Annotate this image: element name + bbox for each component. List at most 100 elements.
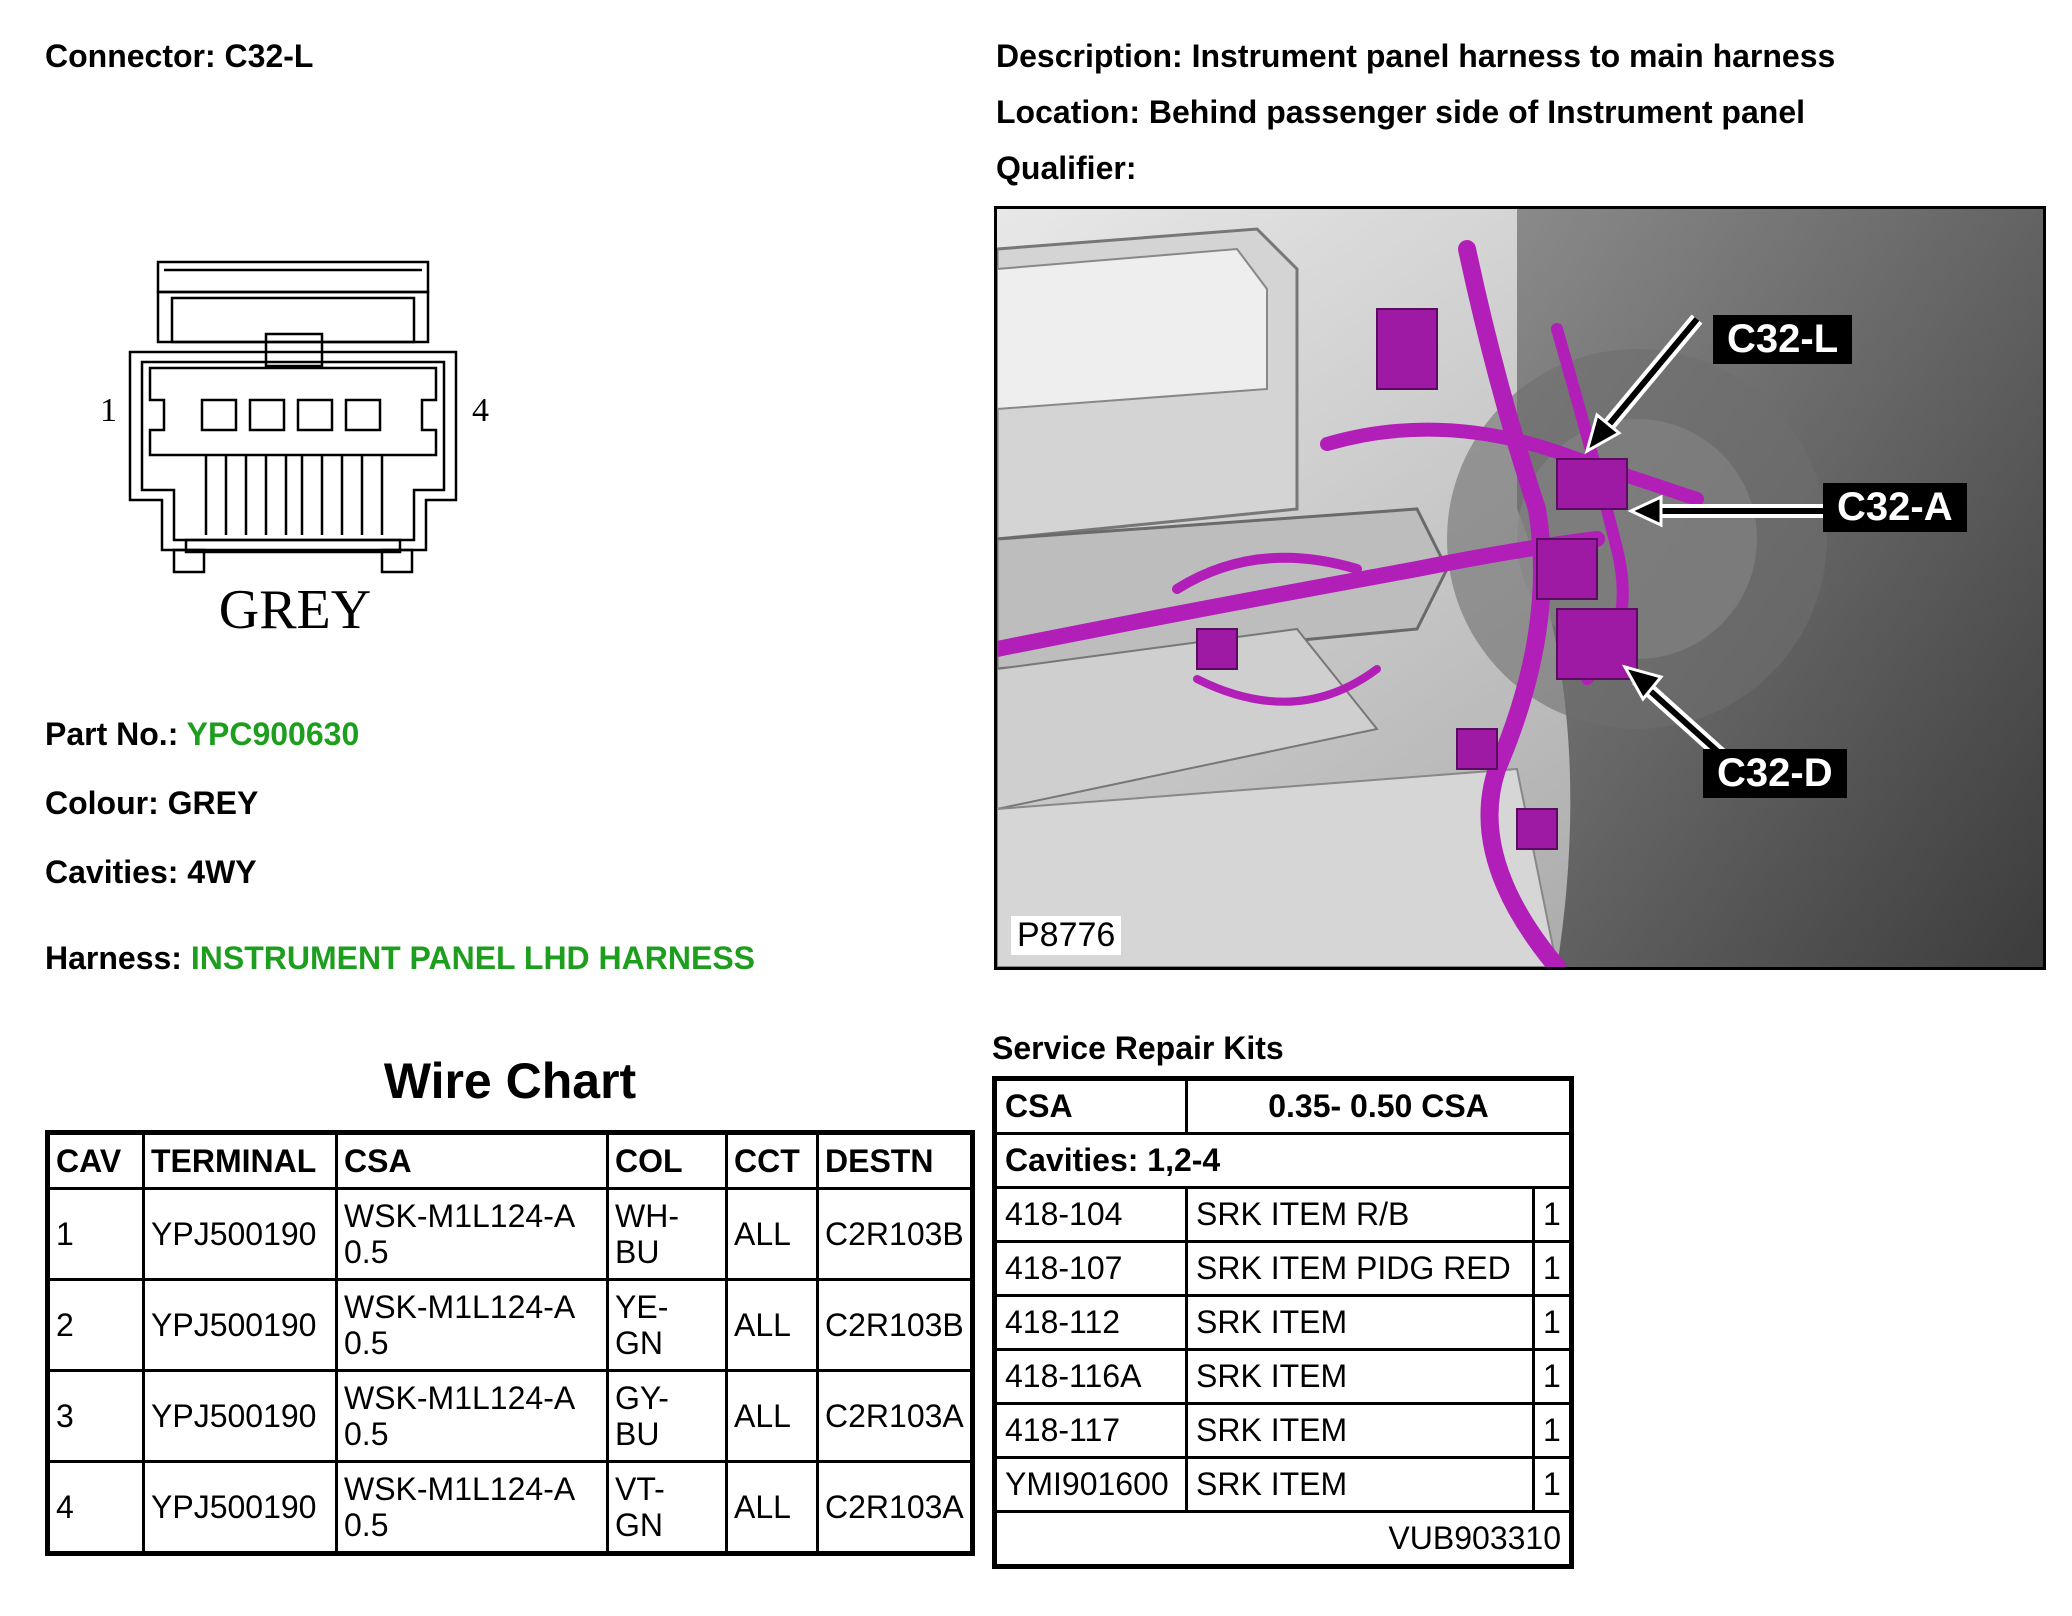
table-row: 418-107 SRK ITEM PIDG RED 1 bbox=[993, 1240, 1573, 1297]
wire-chart-title: Wire Chart bbox=[383, 1053, 637, 1109]
terminal-cell: YPJ500190 bbox=[142, 1369, 338, 1463]
srk-footer: VUB903310 bbox=[993, 1510, 1573, 1568]
col-cell: YE-GN bbox=[606, 1278, 728, 1372]
description-value: Instrument panel harness to main harness bbox=[1191, 38, 1836, 74]
cct-cell: ALL bbox=[725, 1187, 819, 1281]
csa-spec: WSK-M1L124-A bbox=[344, 1471, 576, 1507]
csa-spec: WSK-M1L124-A bbox=[344, 1380, 576, 1416]
service-repair-kits-table: CSA 0.35- 0.50 CSA Cavities: 1,2-4 418-1… bbox=[992, 1076, 1574, 1569]
part-no-line: Part No.: YPC900630 bbox=[45, 716, 359, 753]
csa-size: 0.5 bbox=[344, 1325, 389, 1361]
harness-line: Harness: INSTRUMENT PANEL LHD HARNESS bbox=[45, 940, 755, 977]
srk-qty: 1 bbox=[1532, 1456, 1573, 1513]
srk-qty: 1 bbox=[1532, 1240, 1573, 1297]
col-cell: WH-BU bbox=[606, 1187, 728, 1281]
destn-cell: C2R103B bbox=[816, 1187, 974, 1281]
table-row: 418-116A SRK ITEM 1 bbox=[993, 1348, 1573, 1405]
harness-label: Harness: bbox=[45, 940, 182, 976]
description-line: Description: Instrument panel harness to… bbox=[996, 38, 1835, 75]
cavities-value: 4WY bbox=[187, 854, 257, 890]
callout-c32-d: C32-D bbox=[1703, 749, 1847, 798]
srk-qty: 1 bbox=[1532, 1348, 1573, 1405]
qualifier-line: Qualifier: bbox=[996, 150, 1136, 187]
wire-chart-table: CAV TERMINAL CSA COL CCT DESTN 1 YPJ5001… bbox=[45, 1130, 975, 1556]
connector-color-label: GREY bbox=[218, 579, 372, 641]
harness-value[interactable]: INSTRUMENT PANEL LHD HARNESS bbox=[190, 940, 756, 976]
srk-csa-value: 0.35- 0.50 CSA bbox=[1185, 1077, 1573, 1135]
cav-cell: 3 bbox=[46, 1369, 145, 1463]
table-row: 418-112 SRK ITEM 1 bbox=[993, 1294, 1573, 1351]
terminal-cell: YPJ500190 bbox=[142, 1460, 338, 1555]
srk-qty: 1 bbox=[1532, 1402, 1573, 1459]
csa-size: 0.5 bbox=[344, 1416, 389, 1452]
cav-cell: 4 bbox=[46, 1460, 145, 1555]
table-row: 418-104 SRK ITEM R/B 1 bbox=[993, 1186, 1573, 1243]
col-secondary: BU bbox=[615, 1234, 660, 1270]
cavities-line: Cavities: 4WY bbox=[45, 854, 257, 891]
pin-number-right: 4 bbox=[472, 392, 489, 429]
srk-cavities: Cavities: 1,2-4 bbox=[993, 1132, 1573, 1189]
photo-illustration bbox=[997, 209, 2043, 967]
cct-cell: ALL bbox=[725, 1460, 819, 1555]
part-no-value[interactable]: YPC900630 bbox=[186, 716, 360, 752]
srk-name: SRK ITEM bbox=[1185, 1402, 1535, 1459]
destn-cell: C2R103A bbox=[816, 1460, 974, 1555]
destn-cell: C2R103A bbox=[816, 1369, 974, 1463]
photo-reference: P8776 bbox=[1011, 916, 1122, 955]
connector-label: Connector: bbox=[45, 38, 216, 74]
cav-cell: 2 bbox=[46, 1278, 145, 1372]
col-primary: VT- bbox=[615, 1471, 665, 1507]
srk-cavities-row: Cavities: 1,2-4 bbox=[993, 1132, 1573, 1189]
col-header-cav: CAV bbox=[46, 1131, 145, 1190]
col-header-cct: CCT bbox=[725, 1131, 819, 1190]
srk-name: SRK ITEM bbox=[1185, 1456, 1535, 1513]
col-primary: YE- bbox=[615, 1289, 669, 1325]
cct-cell: ALL bbox=[725, 1278, 819, 1372]
location-label: Location: bbox=[996, 94, 1140, 130]
colour-line: Colour: GREY bbox=[45, 785, 258, 822]
col-secondary: GN bbox=[615, 1325, 663, 1361]
part-no-label: Part No.: bbox=[45, 716, 179, 752]
service-repair-kits-title: Service Repair Kits bbox=[992, 1030, 1284, 1066]
col-header-csa: CSA bbox=[335, 1131, 609, 1190]
callout-c32-a: C32-A bbox=[1823, 483, 1967, 532]
col-secondary: BU bbox=[615, 1416, 660, 1452]
col-header-destn: DESTN bbox=[816, 1131, 974, 1190]
col-primary: WH- bbox=[615, 1198, 679, 1234]
callout-c32-l: C32-L bbox=[1713, 315, 1853, 364]
table-row: 418-117 SRK ITEM 1 bbox=[993, 1402, 1573, 1459]
colour-label: Colour: bbox=[45, 785, 159, 821]
srk-csa-label: CSA bbox=[993, 1077, 1188, 1135]
srk-name: SRK ITEM PIDG RED bbox=[1185, 1240, 1535, 1297]
col-header-col: COL bbox=[606, 1131, 728, 1190]
srk-name: SRK ITEM bbox=[1185, 1294, 1535, 1351]
srk-code: 418-116A bbox=[993, 1348, 1188, 1405]
srk-code: 418-104 bbox=[993, 1186, 1188, 1243]
col-secondary: GN bbox=[615, 1507, 663, 1543]
description-label: Description: bbox=[996, 38, 1183, 74]
col-header-terminal: TERMINAL bbox=[142, 1131, 338, 1190]
cav-cell: 1 bbox=[46, 1187, 145, 1281]
pin-number-left: 1 bbox=[100, 392, 117, 429]
qualifier-label: Qualifier: bbox=[996, 150, 1137, 186]
colour-value: GREY bbox=[167, 785, 259, 821]
location-line: Location: Behind passenger side of Instr… bbox=[996, 94, 1805, 131]
srk-csa-row: CSA 0.35- 0.50 CSA bbox=[993, 1077, 1573, 1135]
srk-code: YMI901600 bbox=[993, 1456, 1188, 1513]
csa-size: 0.5 bbox=[344, 1507, 389, 1543]
cavities-label: Cavities: bbox=[45, 854, 179, 890]
wire-chart-header-row: CAV TERMINAL CSA COL CCT DESTN bbox=[46, 1131, 974, 1190]
csa-spec: WSK-M1L124-A bbox=[344, 1289, 576, 1325]
connector-value: C32-L bbox=[224, 38, 314, 74]
col-primary: GY- bbox=[615, 1380, 669, 1416]
srk-name: SRK ITEM bbox=[1185, 1348, 1535, 1405]
srk-qty: 1 bbox=[1532, 1186, 1573, 1243]
srk-name: SRK ITEM R/B bbox=[1185, 1186, 1535, 1243]
